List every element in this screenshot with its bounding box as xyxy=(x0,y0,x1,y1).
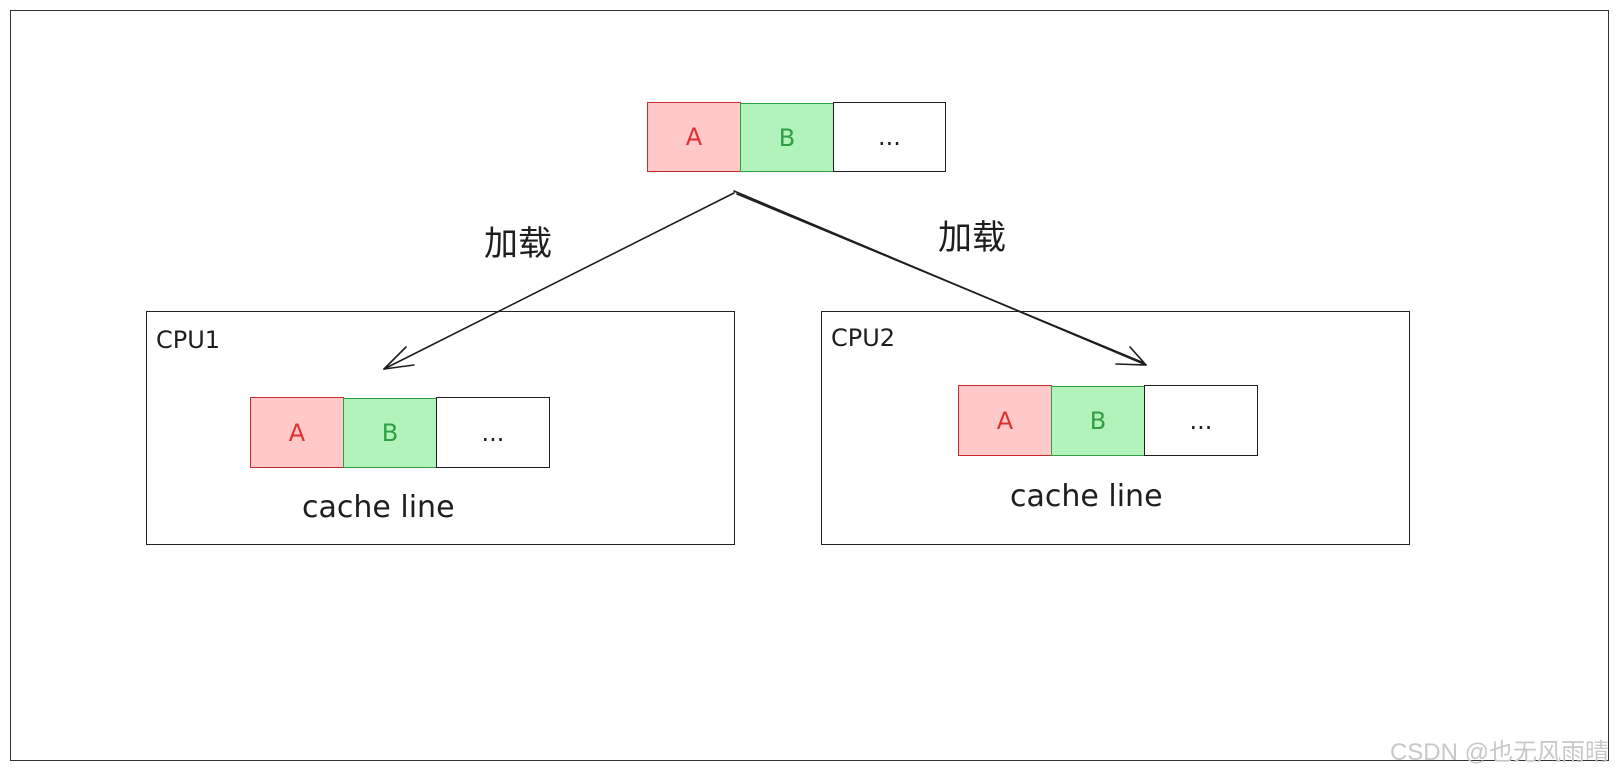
cpu1-caption: cache line xyxy=(302,490,455,525)
cpu2-cell-more: ... xyxy=(1144,385,1258,456)
cpu2-cell-a: A xyxy=(958,385,1052,456)
cpu2-cell-b: B xyxy=(1051,386,1145,456)
watermark: CSDN @也无风雨晴 xyxy=(1389,739,1609,766)
arrow-to-cpu1 xyxy=(383,192,735,370)
cpu1-box: CPU1 A B ... cache line xyxy=(146,311,735,545)
cpu1-label: CPU1 xyxy=(156,326,221,354)
cpu2-label: CPU2 xyxy=(831,324,896,352)
cpu1-cell-a: A xyxy=(250,397,344,468)
arrow-to-cpu2-shadow xyxy=(736,193,1145,364)
load-label-left: 加载 xyxy=(484,224,552,264)
arrow-to-cpu2-head xyxy=(1115,346,1147,366)
memory-cell-a: A xyxy=(647,102,741,172)
memory-cell-b: B xyxy=(740,103,834,172)
cpu2-caption: cache line xyxy=(1010,479,1163,514)
arrow-to-cpu1-head xyxy=(383,346,415,370)
memory-cell-more: ... xyxy=(833,102,946,172)
cpu1-cell-b: B xyxy=(343,398,437,468)
load-label-right: 加载 xyxy=(938,218,1006,258)
cpu2-box: CPU2 A B ... cache line xyxy=(821,311,1410,545)
cpu1-cell-more: ... xyxy=(436,397,550,468)
diagram-frame xyxy=(10,10,1609,761)
